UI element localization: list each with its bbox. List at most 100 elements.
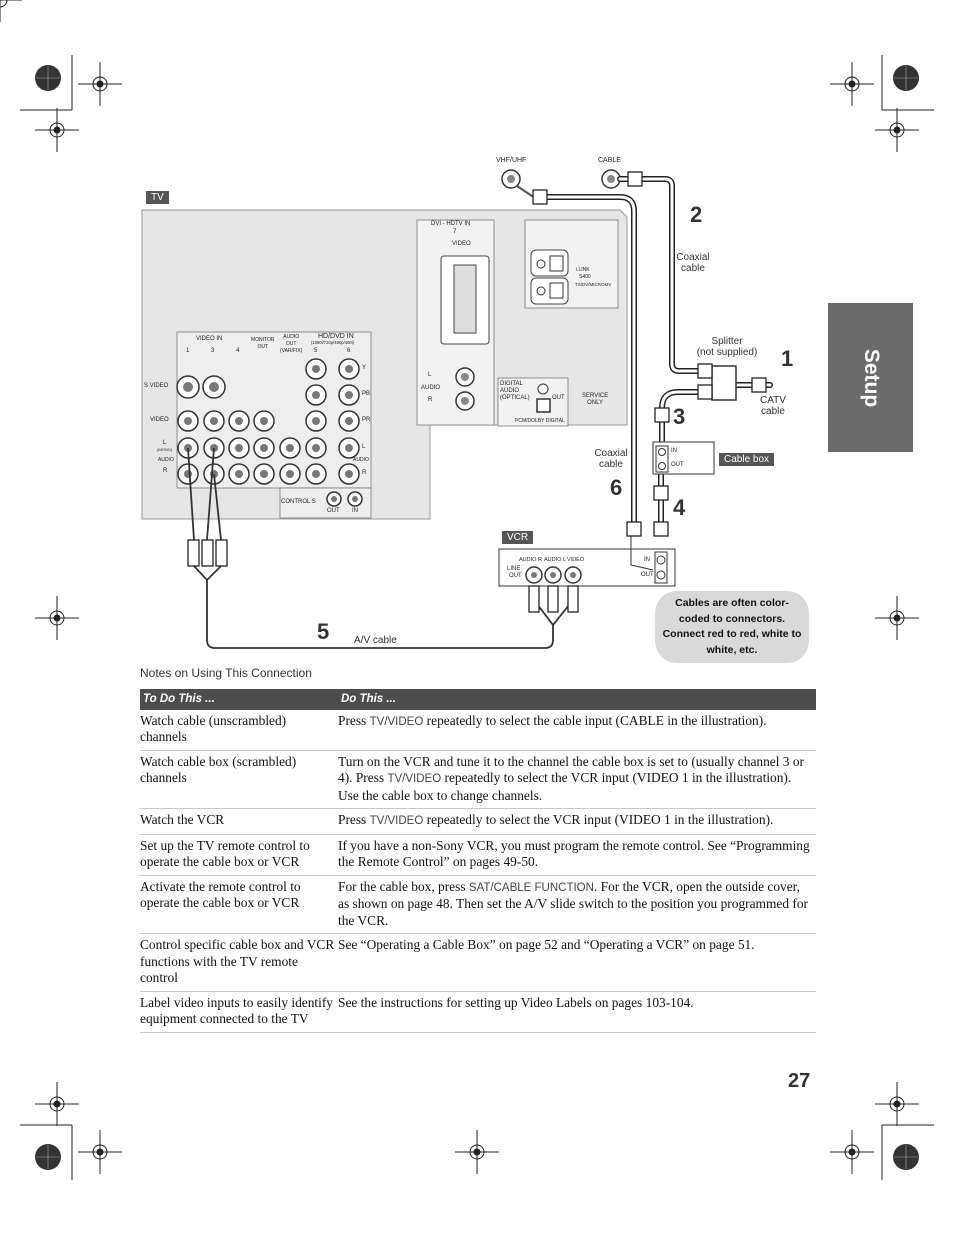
video-row-label: VIDEO xyxy=(150,417,169,423)
r-row-label: R xyxy=(163,468,168,474)
table-row: Control specific cable box and VCR funct… xyxy=(140,933,816,992)
color-coding-note: Cables are often color-coded to connecto… xyxy=(655,591,809,663)
notes-header-row: To Do This ... Do This ... xyxy=(140,689,816,710)
hd-dvd-label: HD/DVD IN xyxy=(318,333,354,340)
todo-cell: Watch the VCR xyxy=(140,808,338,835)
vcr-label: VCR xyxy=(502,531,534,544)
catv-cable-label: CATV cable xyxy=(760,395,786,417)
step-2: 2 xyxy=(690,202,703,227)
header-do-this: Do This ... xyxy=(338,689,816,710)
step-6: 6 xyxy=(610,475,623,500)
step-4: 4 xyxy=(673,495,686,520)
todo-cell: Activate the remote control to operate t… xyxy=(140,875,338,934)
header-to-do: To Do This ... xyxy=(140,689,338,710)
vcr-rf-in: IN xyxy=(644,557,650,563)
video-in-4: 4 xyxy=(236,348,240,354)
audio-out-label: AUDIO OUT (VAR/FIX) xyxy=(280,334,303,354)
instruction-text: For the cable box, press xyxy=(338,878,469,894)
step-3: 3 xyxy=(673,404,686,429)
splitter-label: Splitter (not supplied) xyxy=(696,336,758,358)
page-number: 27 xyxy=(788,1070,811,1092)
hd-dvd-5: 5 xyxy=(314,348,318,354)
av-cable-label: A/V cable xyxy=(354,635,397,646)
remote-button-name: TV/VIDEO xyxy=(369,715,424,728)
ilink-sub: TS/DV/MICROMV xyxy=(575,282,612,287)
video-in-block xyxy=(176,331,372,489)
instruction-text: Turn on the VCR and tune it to the chann… xyxy=(338,753,804,786)
audio-row-label: AUDIO xyxy=(158,457,174,463)
vcr-audio-r: AUDIO R xyxy=(519,557,542,563)
remote-button-name: TV/VIDEO xyxy=(369,815,424,827)
hd-dvd-resolution: (1080i/720p/480p/480i) xyxy=(311,340,355,345)
instruction-text: Press xyxy=(338,812,370,827)
vcr-audio-l: AUDIO L xyxy=(544,557,567,563)
cable-box-out: OUT xyxy=(671,462,684,468)
hd-dvd-6: 6 xyxy=(347,348,351,354)
ilink-model: S400 xyxy=(579,274,591,280)
component-pb: PB xyxy=(362,391,371,397)
l-row-label: L xyxy=(163,440,167,446)
instruction-cell: See the instructions for setting up Vide… xyxy=(338,991,816,1033)
instruction-text: See “Operating a Cable Box” on page 52 a… xyxy=(338,937,755,952)
table-row: Set up the TV remote control to operate … xyxy=(140,834,816,876)
vcr-line-out: OUT xyxy=(509,573,522,579)
instruction-cell: If you have a non-Sony VCR, you must pro… xyxy=(338,834,816,876)
video-in-1: 1 xyxy=(186,348,190,354)
monitor-out-label: MONITOR OUT xyxy=(251,337,275,350)
remote-button-name: TV/VIDEO xyxy=(387,773,442,785)
dvi-audio-l: L xyxy=(428,372,432,378)
step-1: 1 xyxy=(781,346,794,371)
instruction-cell: See “Operating a Cable Box” on page 52 a… xyxy=(338,933,816,992)
todo-cell: Watch cable box (scrambled) channels xyxy=(140,750,338,809)
cable-box-in: IN xyxy=(671,448,677,454)
cable-box-label: Cable box xyxy=(719,453,775,466)
pcm-dolby-label: PCM/DOLBY DIGITAL xyxy=(515,418,565,424)
todo-cell: Control specific cable box and VCR funct… xyxy=(140,933,338,992)
setup-section-tab: Setup xyxy=(828,303,913,452)
component-pr: PR xyxy=(362,417,371,423)
video-in-label: VIDEO IN xyxy=(196,336,223,342)
cable-label: CABLE xyxy=(598,157,621,164)
service-only-label: SERVICE ONLY xyxy=(582,393,609,406)
table-row: Activate the remote control to operate t… xyxy=(140,875,816,934)
dvi-title: DVI - HDTV IN xyxy=(431,221,471,227)
coaxial-cable-left-label: Coaxial cable xyxy=(594,448,628,470)
instruction-cell: Turn on the VCR and tune it to the chann… xyxy=(338,750,816,809)
instruction-text: . For the VCR, open the outside cover, a… xyxy=(338,878,808,928)
instruction-cell: Press TV/VIDEO repeatedly to select the … xyxy=(338,808,816,835)
vcr-line: LINE xyxy=(507,566,521,572)
ilink-label: i.LINK xyxy=(576,267,590,273)
component-l: L xyxy=(362,444,366,450)
vhf-uhf-label: VHF/UHF xyxy=(496,157,527,164)
dvi-audio: AUDIO xyxy=(421,385,441,391)
component-y: Y xyxy=(362,365,367,371)
splitter xyxy=(711,365,737,401)
instruction-text: repeatedly to select the cable input (CA… xyxy=(423,712,767,728)
digital-out-label: OUT xyxy=(552,395,565,401)
table-row: Label video inputs to easily identify eq… xyxy=(140,991,816,1033)
vcr-rf-out: OUT xyxy=(641,572,654,578)
control-s-out: OUT xyxy=(327,508,340,514)
video-in-3: 3 xyxy=(211,348,215,354)
notes-table: To Do This ... Do This ... Watch cable (… xyxy=(140,689,816,1033)
connection-diagram xyxy=(141,169,773,649)
notes-title: Notes on Using This Connection xyxy=(140,666,312,680)
component-r: R xyxy=(362,470,367,476)
instruction-text: repeatedly to select the VCR input (VIDE… xyxy=(338,770,792,803)
todo-cell: Watch cable (unscrambled) channels xyxy=(140,709,338,751)
coaxial-cable-top-label: Coaxial cable xyxy=(676,252,710,274)
instruction-text: Press xyxy=(338,712,370,728)
step-5: 5 xyxy=(317,619,330,644)
instruction-cell: Press TV/VIDEO repeatedly to select the … xyxy=(338,709,816,751)
remote-button-name: SAT/CABLE FUNCTION xyxy=(468,881,594,894)
dvi-video: VIDEO xyxy=(452,241,471,247)
instruction-text: If you have a non-Sony VCR, you must pro… xyxy=(338,837,810,870)
instruction-text: See the instructions for setting up Vide… xyxy=(338,994,694,1010)
vcr-video: VIDEO xyxy=(567,557,585,563)
mono-label: (MONO) xyxy=(157,447,173,452)
vcr-rear xyxy=(498,548,676,587)
